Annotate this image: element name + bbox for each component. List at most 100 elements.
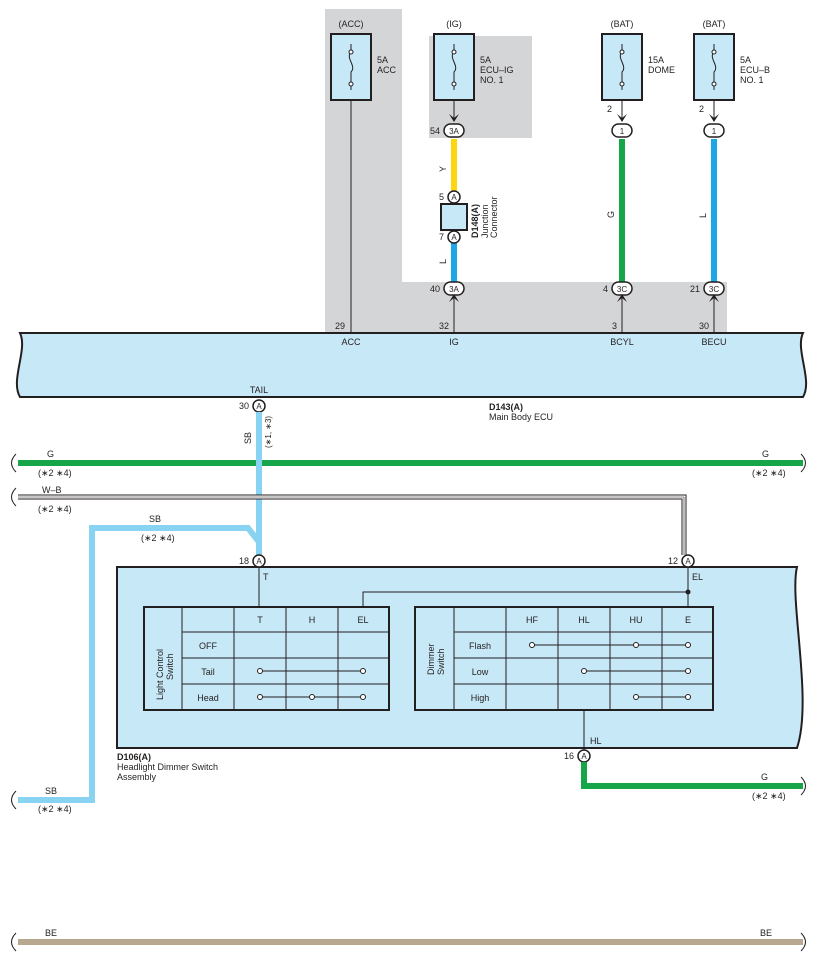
svg-text:(∗2 ∗4): (∗2 ∗4) [141, 533, 175, 543]
svg-text:32: 32 [439, 321, 449, 331]
svg-text:5A: 5A [377, 55, 388, 65]
svg-text:BE: BE [45, 928, 57, 938]
svg-text:18: 18 [239, 556, 249, 566]
junction-connector: A A 5 7 D148(A) Junction Connector [439, 190, 499, 244]
arrow-ecub [709, 114, 719, 122]
svg-text:Y: Y [438, 166, 448, 172]
svg-text:T: T [263, 572, 269, 582]
svg-text:A: A [685, 557, 691, 566]
svg-text:(ACC): (ACC) [339, 19, 364, 29]
svg-text:HU: HU [630, 615, 643, 625]
svg-text:G: G [47, 449, 54, 459]
svg-text:EL: EL [357, 615, 368, 625]
conn-dome: 1 2 [607, 104, 633, 138]
wire-w-b [18, 494, 687, 555]
svg-text:(∗2 ∗4): (∗2 ∗4) [38, 468, 72, 478]
svg-text:Head: Head [197, 693, 219, 703]
light-control-switch-table: Light Control Switch T H EL OFF Tail Hea… [143, 606, 390, 711]
svg-text:BE: BE [760, 928, 772, 938]
svg-text:A: A [256, 402, 262, 411]
wire-g-out [581, 762, 803, 789]
svg-text:A: A [451, 233, 457, 242]
svg-text:TAIL: TAIL [250, 385, 268, 395]
svg-text:(BAT): (BAT) [611, 19, 634, 29]
svg-text:15A: 15A [648, 55, 664, 65]
conn-ecub: 1 2 [699, 104, 725, 138]
svg-text:40: 40 [430, 284, 440, 294]
svg-text:3: 3 [612, 321, 617, 331]
svg-text:G: G [606, 211, 616, 218]
svg-text:16: 16 [564, 751, 574, 761]
svg-text:H: H [309, 615, 316, 625]
svg-text:29: 29 [335, 321, 345, 331]
svg-text:ECU–IG: ECU–IG [480, 65, 514, 75]
svg-text:3A: 3A [449, 127, 459, 136]
svg-text:Light Control: Light Control [155, 649, 165, 700]
conn-t: A 18 [239, 554, 266, 568]
svg-text:ECU–B: ECU–B [740, 65, 770, 75]
svg-text:Flash: Flash [469, 641, 491, 651]
svg-text:T: T [257, 615, 263, 625]
svg-text:Tail: Tail [201, 667, 215, 677]
arrow-ig [449, 114, 459, 122]
svg-text:30: 30 [239, 401, 249, 411]
svg-text:HL: HL [590, 736, 602, 746]
conn-ig-fuse: 3A 54 [430, 123, 465, 138]
svg-text:(∗2 ∗4): (∗2 ∗4) [752, 468, 786, 478]
svg-text:3C: 3C [617, 285, 627, 294]
svg-text:E: E [685, 615, 691, 625]
svg-text:(IG): (IG) [446, 19, 462, 29]
svg-text:NO. 1: NO. 1 [740, 75, 764, 85]
conn-tail: A 30 [239, 399, 266, 413]
fuse-acc: (ACC) 5A ACC [330, 19, 397, 101]
svg-text:ACC: ACC [341, 337, 361, 347]
svg-text:7: 7 [439, 232, 444, 242]
svg-text:3C: 3C [709, 285, 719, 294]
svg-text:NO. 1: NO. 1 [480, 75, 504, 85]
svg-text:21: 21 [690, 284, 700, 294]
svg-text:Low: Low [472, 667, 489, 677]
svg-text:D148(A): D148(A) [470, 204, 480, 238]
svg-text:OFF: OFF [199, 641, 217, 651]
dimmer-switch-table: Dimmer Switch HF HL HU E Flash Low High [414, 606, 714, 711]
svg-text:G: G [761, 772, 768, 782]
svg-text:(∗2 ∗4): (∗2 ∗4) [38, 804, 72, 814]
svg-text:5A: 5A [480, 55, 491, 65]
svg-text:Connector: Connector [489, 196, 499, 238]
fuse-ecu-ig: (IG) 5A ECU–IG NO. 1 [433, 19, 514, 101]
svg-text:4: 4 [603, 284, 608, 294]
svg-text:Dimmer: Dimmer [426, 644, 436, 676]
svg-text:SB: SB [243, 432, 253, 444]
svg-text:(∗2 ∗4): (∗2 ∗4) [752, 791, 786, 801]
svg-text:DOME: DOME [648, 65, 675, 75]
svg-text:12: 12 [668, 556, 678, 566]
main-body-ecu [15, 332, 808, 398]
svg-text:5A: 5A [740, 55, 751, 65]
conn-bcyl-in: 3C 4 [603, 281, 633, 296]
svg-text:Switch: Switch [165, 653, 175, 680]
svg-text:L: L [698, 213, 708, 218]
svg-text:54: 54 [430, 126, 440, 136]
svg-text:A: A [256, 557, 262, 566]
svg-text:W–B: W–B [42, 485, 62, 495]
arrow-dome [617, 114, 627, 122]
svg-text:Junction: Junction [480, 204, 490, 238]
svg-text:BCYL: BCYL [610, 337, 634, 347]
wire-sb-left [18, 525, 262, 803]
svg-text:EL: EL [692, 572, 703, 582]
fuse-ecu-b: (BAT) 5A ECU–B NO. 1 [693, 19, 770, 101]
svg-text:HL: HL [578, 615, 590, 625]
svg-text:Assembly: Assembly [117, 772, 157, 782]
arrow-becu-ecu [709, 294, 719, 302]
svg-text:IG: IG [449, 337, 459, 347]
svg-text:SB: SB [45, 786, 57, 796]
svg-text:L: L [438, 259, 448, 264]
svg-text:1: 1 [620, 127, 625, 136]
svg-text:(BAT): (BAT) [703, 19, 726, 29]
svg-text:SB: SB [149, 514, 161, 524]
svg-text:1: 1 [712, 127, 717, 136]
svg-text:A: A [581, 752, 587, 761]
conn-hl: A 16 [564, 749, 591, 763]
svg-text:Main Body ECU: Main Body ECU [489, 412, 553, 422]
